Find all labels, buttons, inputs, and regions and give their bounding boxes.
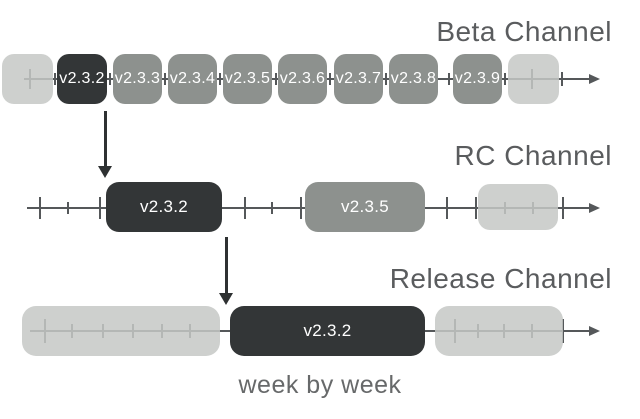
timeline-tick: [244, 197, 246, 219]
week-by-week-caption: week by week: [238, 371, 402, 399]
timeline-tick: [475, 197, 477, 219]
rc-box-unreleased-future: [478, 184, 558, 230]
beta-box-unreleased-future: [508, 54, 559, 104]
timeline-tick: [164, 73, 166, 85]
beta-box-unreleased-past: [2, 54, 53, 104]
down-arrow-icon: [98, 166, 112, 178]
release-channel-title: Release Channel: [389, 263, 612, 294]
timeline-tick: [271, 202, 273, 214]
right-arrowhead-icon: [589, 74, 600, 84]
timeline-tick: [562, 319, 564, 343]
release-box-unreleased-past: [22, 306, 220, 356]
rc-box-v2-3-2: v2.3.2: [106, 182, 222, 232]
beta-box-v2-3-3: v2.3.3: [113, 54, 162, 104]
right-arrowhead-icon: [589, 203, 600, 213]
timeline-tick: [39, 197, 41, 219]
timeline-tick: [561, 72, 563, 86]
promote-arrow-beta-to-rc: [104, 111, 107, 167]
timeline-tick: [54, 73, 56, 85]
timeline-tick: [99, 197, 101, 219]
timeline-tick: [300, 197, 302, 219]
beta-box-v2-3-2: v2.3.2: [57, 54, 107, 104]
right-arrowhead-icon: [589, 326, 600, 336]
beta-box-v2-3-7: v2.3.7: [334, 54, 383, 104]
beta-box-v2-3-8: v2.3.8: [389, 54, 438, 104]
beta-channel-title: Beta Channel: [436, 16, 612, 47]
timeline-tick: [446, 197, 448, 219]
beta-box-v2-3-9: v2.3.9: [453, 54, 502, 104]
release-box-v2-3-2: v2.3.2: [230, 306, 425, 356]
timeline-tick: [329, 73, 331, 85]
release-box-unreleased-future: [435, 306, 563, 356]
timeline-tick: [109, 73, 111, 85]
timeline-tick: [219, 73, 221, 85]
timeline-tick: [448, 73, 450, 85]
promote-arrow-rc-to-release: [225, 237, 228, 294]
beta-box-v2-3-6: v2.3.6: [278, 54, 327, 104]
rc-box-v2-3-5: v2.3.5: [305, 182, 425, 232]
timeline-tick: [67, 202, 69, 214]
beta-box-v2-3-4: v2.3.4: [168, 54, 217, 104]
timeline-tick: [275, 73, 277, 85]
timeline-tick: [504, 73, 506, 85]
down-arrow-icon: [219, 293, 233, 305]
timeline-tick: [562, 197, 564, 219]
timeline-tick: [385, 73, 387, 85]
rc-channel-title: RC Channel: [454, 140, 612, 171]
beta-box-v2-3-5: v2.3.5: [223, 54, 272, 104]
